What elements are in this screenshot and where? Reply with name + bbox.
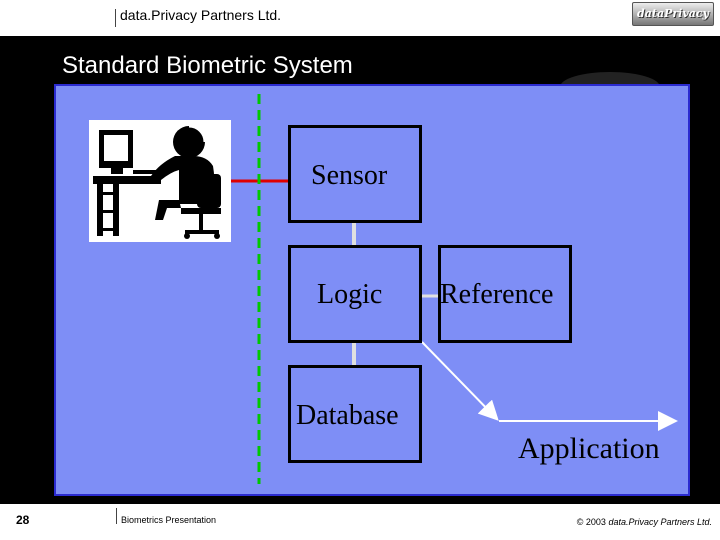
copyright: © 2003 data.Privacy Partners Ltd. bbox=[577, 517, 712, 527]
logic-label: Logic bbox=[317, 279, 383, 310]
copyright-prefix: © 2003 bbox=[576, 517, 609, 527]
slide-title: Standard Biometric System bbox=[62, 52, 353, 79]
reference-label: Reference bbox=[440, 279, 554, 310]
presentation-name: Biometrics Presentation bbox=[121, 515, 217, 525]
person-at-computer-icon-svg bbox=[93, 124, 221, 239]
sensor-box bbox=[288, 125, 422, 223]
application-label: Application bbox=[518, 432, 660, 465]
database-label: Database bbox=[296, 400, 399, 431]
company-name: data.Privacy Partners Ltd. bbox=[120, 7, 282, 23]
reference-box bbox=[438, 245, 572, 343]
copyright-brand: data.Privacy Partners Ltd. bbox=[608, 517, 712, 527]
logic-box bbox=[288, 245, 422, 343]
data-privacy-logo: dataPrivacy bbox=[632, 2, 714, 26]
sensor-label: Sensor bbox=[311, 160, 388, 191]
person-at-computer-icon bbox=[89, 120, 231, 242]
database-box bbox=[288, 365, 422, 463]
logic-application-arrow bbox=[421, 341, 499, 421]
footer-bar bbox=[0, 504, 720, 540]
header-bar: data.Privacy Partners Ltd. dataPrivacy bbox=[0, 0, 720, 36]
logo-text: dataPrivacy bbox=[637, 7, 709, 20]
header-divider bbox=[115, 9, 116, 27]
page-number: 28 bbox=[16, 513, 30, 527]
footer-divider bbox=[116, 508, 117, 524]
